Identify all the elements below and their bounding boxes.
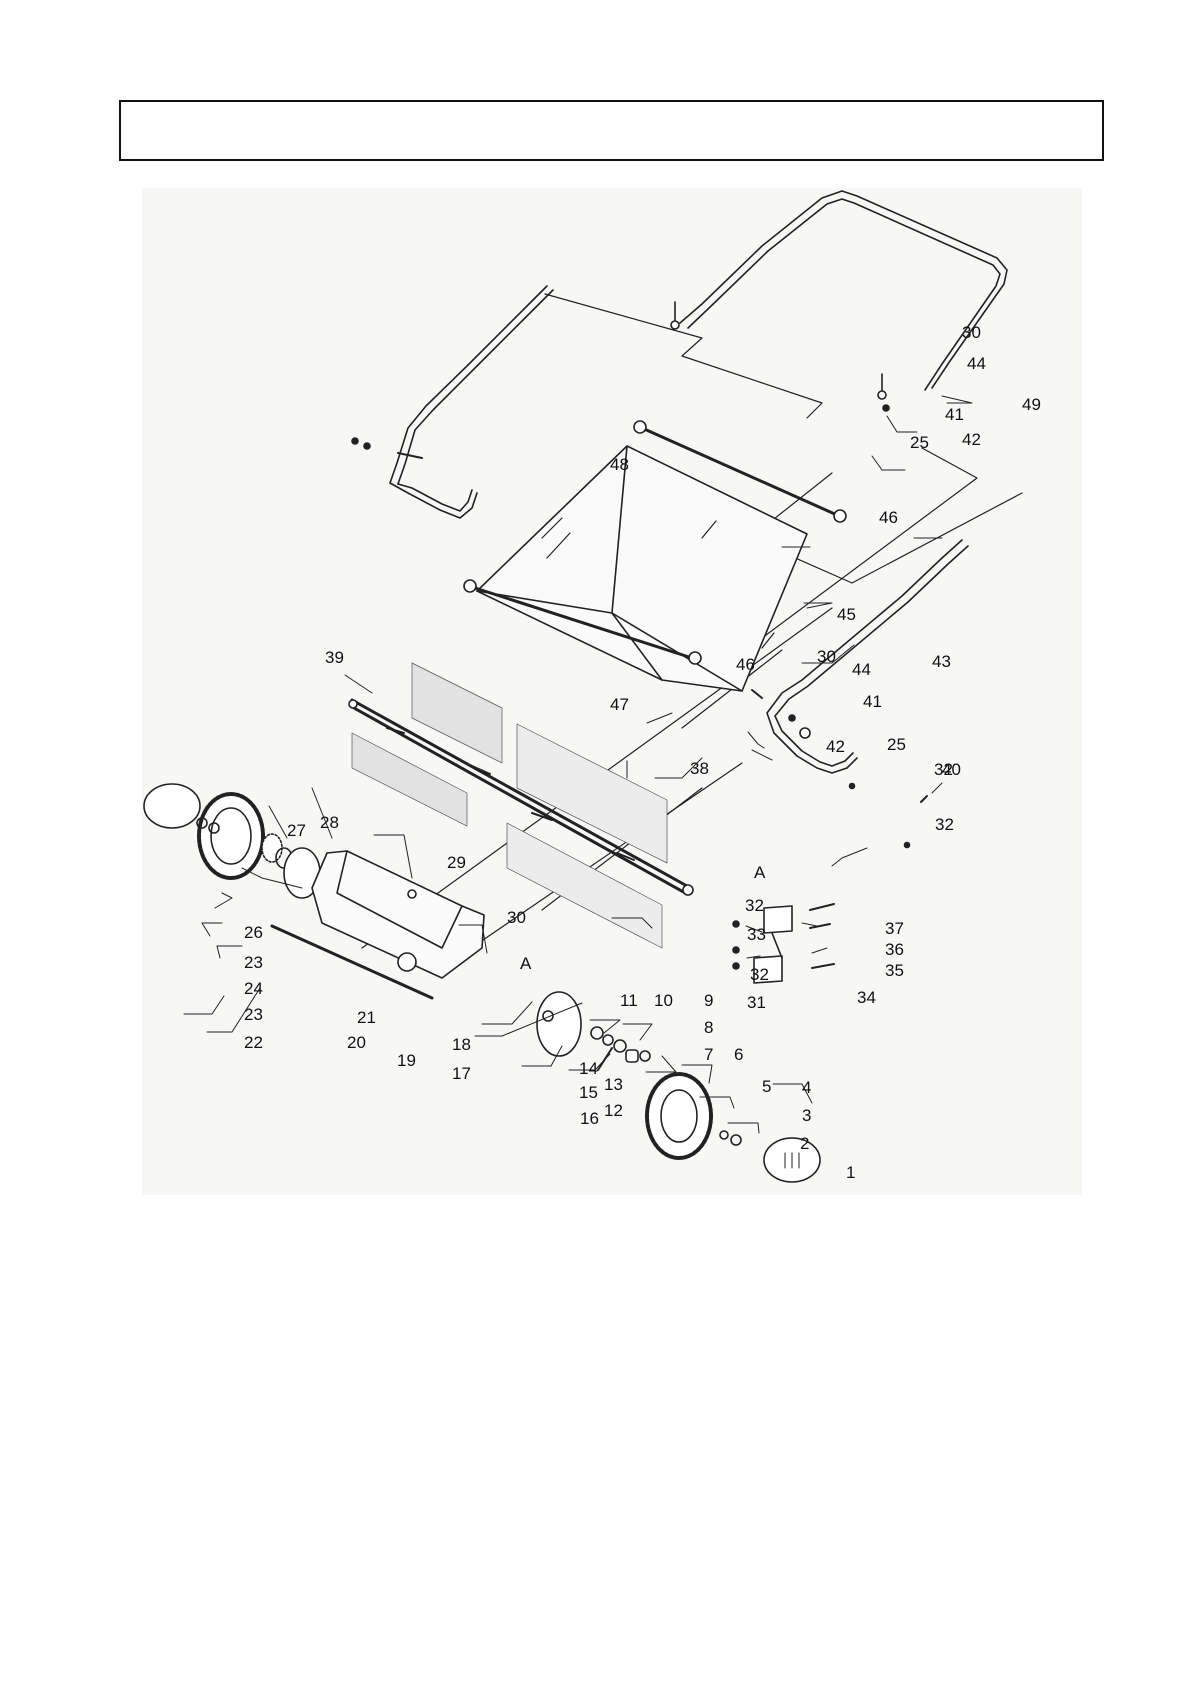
callout-4: 4 <box>802 1078 811 1097</box>
callout-47: 47 <box>610 695 629 714</box>
callout-5: 5 <box>762 1077 771 1096</box>
callout-48: 48 <box>610 455 629 474</box>
callout-44: 44 <box>967 354 986 373</box>
callout-21: 21 <box>357 1008 376 1027</box>
callout-8: 8 <box>704 1018 713 1037</box>
callout-6: 6 <box>734 1045 743 1064</box>
callout-3: 3 <box>802 1106 811 1125</box>
callout-25b: 25 <box>887 735 906 754</box>
callout-29: 29 <box>447 853 466 872</box>
hopper <box>464 421 846 691</box>
callout-41b: 41 <box>863 692 882 711</box>
callout-1: 1 <box>846 1163 855 1182</box>
callout-49: 49 <box>1022 395 1041 414</box>
callout-18: 18 <box>452 1035 471 1054</box>
callout-46: 46 <box>879 508 898 527</box>
callout-34: 34 <box>857 988 876 1007</box>
title-box <box>119 100 1104 161</box>
exploded-parts-diagram: 1 2 3 4 5 6 7 8 9 10 11 12 13 14 15 16 1… <box>142 188 1082 1195</box>
callout-30: 30 <box>962 323 981 342</box>
callout-30b: 30 <box>817 647 836 666</box>
callout-2: 2 <box>800 1134 809 1153</box>
callout-11: 11 <box>620 991 638 1010</box>
callout-46b: 46 <box>736 655 755 674</box>
callout-23b: 23 <box>244 1005 263 1024</box>
callout-A-2: A <box>520 954 532 973</box>
callout-A: A <box>754 863 766 882</box>
callout-19: 19 <box>397 1051 416 1070</box>
callout-12: 12 <box>604 1101 623 1120</box>
callout-33: 33 <box>747 925 766 944</box>
callout-37: 37 <box>885 919 904 938</box>
callout-42b: 42 <box>826 737 845 756</box>
callout-30c: 30 <box>507 908 526 927</box>
callout-7: 7 <box>704 1045 713 1064</box>
callout-24: 24 <box>244 979 263 998</box>
callout-9: 9 <box>704 991 713 1010</box>
callout-31: 31 <box>747 993 766 1012</box>
callout-32d: 32 <box>750 965 769 984</box>
callout-15: 15 <box>579 1083 598 1102</box>
callout-32b: 32 <box>935 815 954 834</box>
callout-23: 23 <box>244 953 263 972</box>
callout-22: 22 <box>244 1033 263 1052</box>
left-wheel-group <box>144 784 320 898</box>
callout-25: 25 <box>910 433 929 452</box>
callout-35: 35 <box>885 961 904 980</box>
callout-27: 27 <box>287 821 306 840</box>
callout-42: 42 <box>962 430 981 449</box>
callout-38: 38 <box>690 759 709 778</box>
callout-10: 10 <box>654 991 673 1010</box>
callout-40: 40 <box>942 760 961 779</box>
callout-26: 26 <box>244 923 263 942</box>
callout-13: 13 <box>604 1075 623 1094</box>
callout-17: 17 <box>452 1064 471 1083</box>
callout-41: 41 <box>945 405 964 424</box>
callout-20: 20 <box>347 1033 366 1052</box>
callout-28: 28 <box>320 813 339 832</box>
callout-36: 36 <box>885 940 904 959</box>
callout-32c: 32 <box>745 896 764 915</box>
parts-diagram-svg: 1 2 3 4 5 6 7 8 9 10 11 12 13 14 15 16 1… <box>142 188 1082 1195</box>
callout-45: 45 <box>837 605 856 624</box>
callout-14: 14 <box>579 1059 598 1078</box>
callout-16: 16 <box>580 1109 599 1128</box>
callout-44b: 44 <box>852 660 871 679</box>
callout-39: 39 <box>325 648 344 667</box>
callout-43: 43 <box>932 652 951 671</box>
